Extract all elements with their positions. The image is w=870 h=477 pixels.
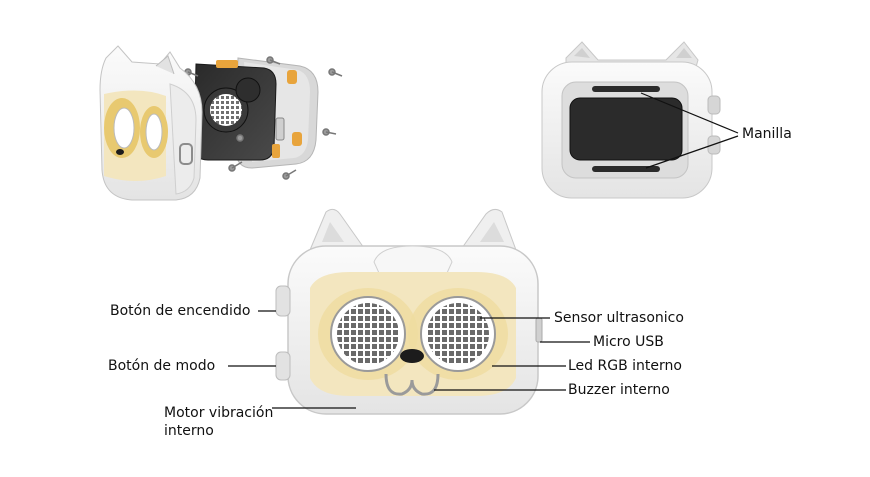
left-ultrasonic-grid-icon [337, 303, 399, 365]
mouth-buzzer-icon [384, 373, 440, 396]
power-button-icon [275, 285, 291, 317]
handle-label: Manilla [742, 126, 792, 142]
vibration-motor-label: Motor vibración interno [164, 405, 274, 439]
robot-front-illustration [228, 208, 590, 415]
buzzer-label: Buzzer interno [568, 382, 670, 398]
handle-leader-line [645, 135, 739, 169]
back-plate-icon [569, 97, 683, 161]
micro-usb-label: Micro USB [593, 334, 664, 350]
nose-icon [400, 349, 424, 363]
right-ultrasonic-grid-icon [427, 303, 489, 365]
orange-clip-icon [292, 132, 302, 146]
mode-button-label: Botón de modo [108, 358, 216, 374]
pcb-board [193, 60, 285, 161]
handle-loop-icon [179, 143, 193, 165]
orange-clip-icon [287, 70, 297, 84]
orange-clip-icon [216, 60, 238, 68]
mode-button-icon [275, 351, 291, 381]
rgb-led-label: Led RGB interno [568, 358, 682, 374]
front-shell [99, 45, 203, 201]
micro-usb-port-icon [535, 317, 543, 343]
exploded-robot-illustration [99, 45, 343, 201]
ultrasonic-transducer-icon [210, 94, 242, 126]
power-button-label: Botón de encendido [110, 303, 251, 319]
handle-leader-line [640, 92, 739, 134]
ultrasonic-sensor-label: Sensor ultrasonico [554, 310, 684, 326]
robot-back-illustration [541, 41, 739, 199]
orange-clip-icon [272, 144, 280, 158]
